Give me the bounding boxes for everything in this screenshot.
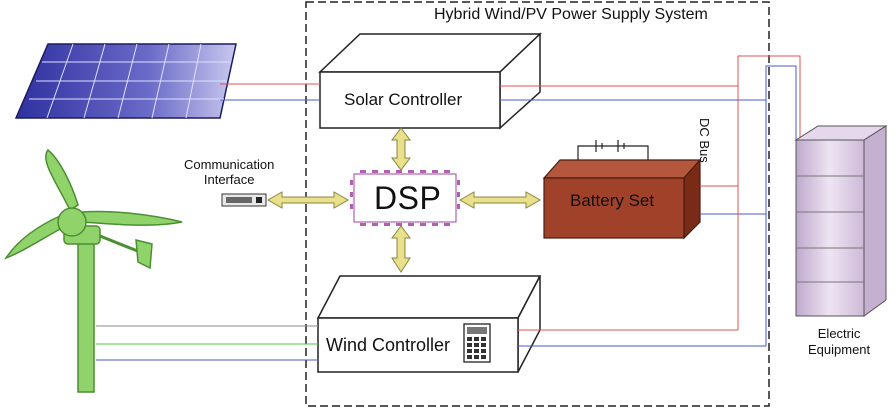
wind-controller-label: Wind Controller [326, 335, 451, 355]
electric-equipment-label: Electric Equipment [808, 326, 870, 358]
electric-equipment-line2: Equipment [808, 342, 871, 357]
data-arrows [266, 127, 542, 273]
communication-interface-label: Communication Interface [184, 157, 274, 187]
system-boundary [305, 1, 770, 407]
arrow-dsp-wind [391, 225, 411, 273]
battery-set-box [542, 158, 702, 240]
communication-device-icon [221, 193, 267, 207]
arrow-dsp-solar [391, 127, 411, 171]
battery-terminals-icon [577, 140, 649, 160]
dsp-label: DSP [374, 180, 442, 216]
battery-set-label: Battery Set [570, 191, 655, 210]
dsp-chip [350, 170, 460, 226]
power-wires [96, 55, 801, 361]
communication-interface-line2: Interface [203, 172, 255, 187]
dc-bus-label: DC Bus [697, 118, 712, 163]
communication-interface-line1: Communication [184, 157, 275, 172]
wind-turbine-icon [4, 148, 183, 393]
solar-panel-icon [14, 43, 237, 119]
electric-equipment-line1: Electric [817, 326, 861, 341]
solar-controller-box [318, 32, 542, 130]
solar-controller-label: Solar Controller [344, 90, 463, 109]
wind-controller-box [316, 275, 542, 373]
arrow-dsp-battery [458, 191, 542, 209]
keypad-icon [463, 323, 491, 363]
arrow-dsp-comm [266, 191, 350, 209]
system-title: Hybrid Wind/PV Power Supply System [434, 6, 708, 23]
equipment-cabinet-icon [794, 125, 888, 317]
